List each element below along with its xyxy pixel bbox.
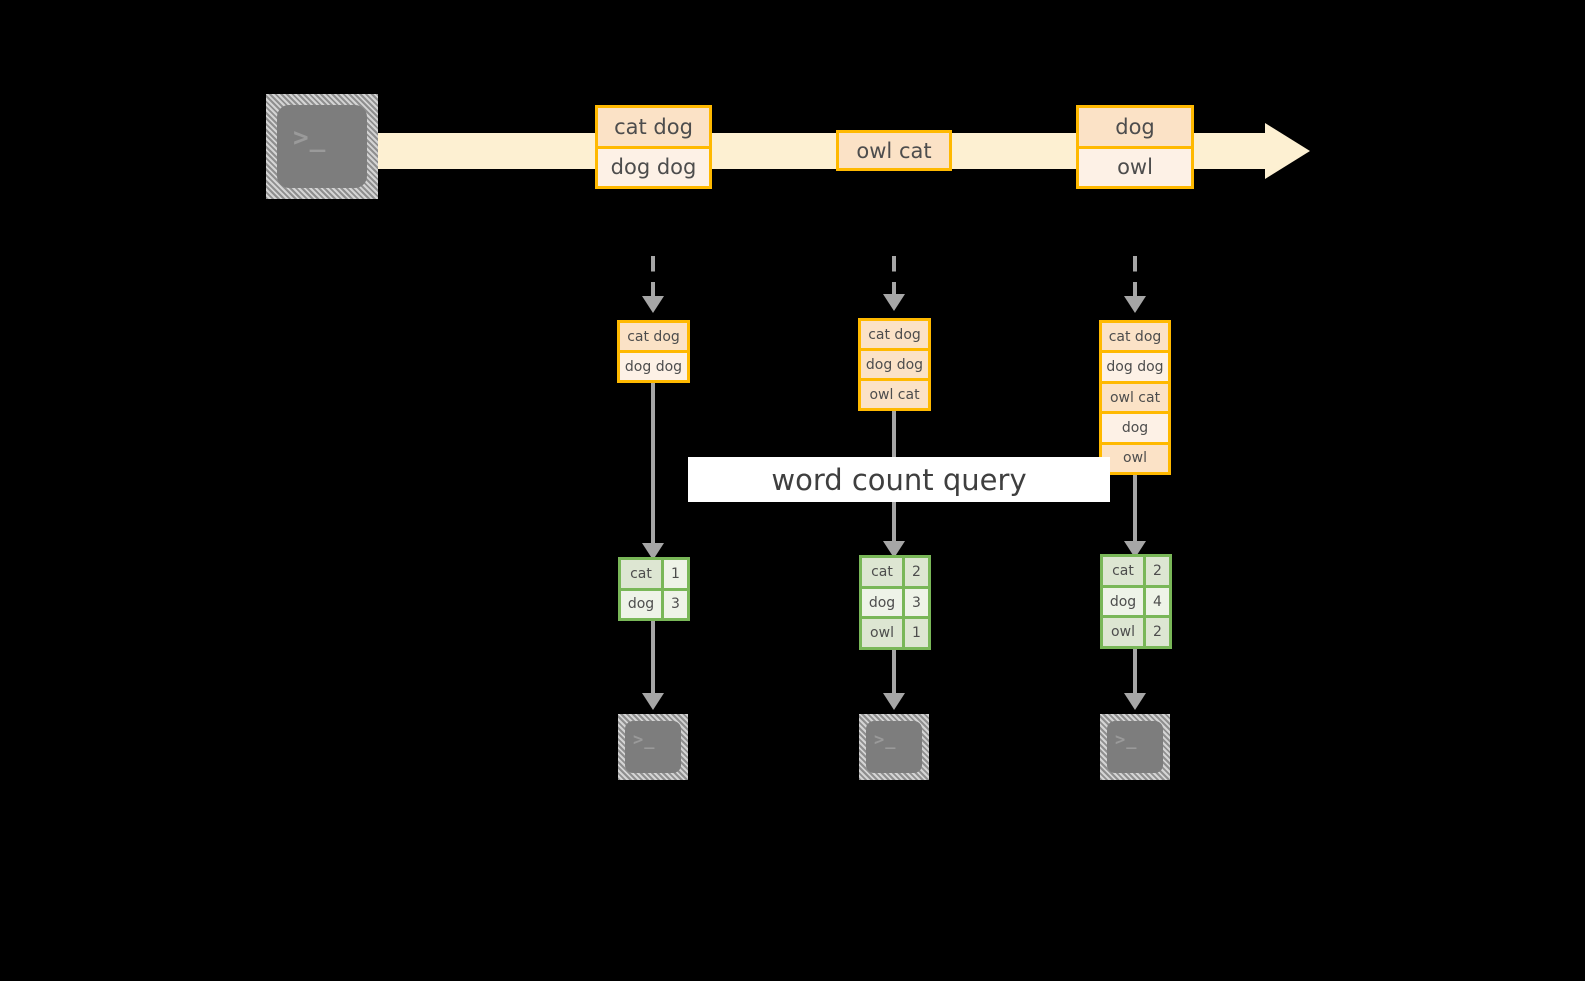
terminal-body: >_ <box>277 105 367 188</box>
table-row: cat 1 <box>621 560 687 588</box>
snapshot-2-query-arrowhead <box>883 541 905 558</box>
snapshot-input-line: dog dog <box>861 348 928 378</box>
snapshot-input-line: cat dog <box>620 323 687 350</box>
stream-record-2[interactable]: owl cat <box>836 130 952 171</box>
result-count: 1 <box>905 619 928 648</box>
stream-record-line: cat dog <box>598 108 709 146</box>
stream-record-3[interactable]: dog owl <box>1076 105 1194 189</box>
stream-arrow-head <box>1265 123 1310 179</box>
snapshot-input-line: dog dog <box>620 350 687 380</box>
result-word: cat <box>1103 557 1146 585</box>
stream-record-line: dog <box>1079 108 1191 146</box>
terminal-body: >_ <box>1107 721 1163 773</box>
snapshot-3-query-arrowhead <box>1124 541 1146 558</box>
result-count: 1 <box>664 560 687 588</box>
snapshot-2-result-table[interactable]: cat 2 dog 3 owl 1 <box>859 555 931 650</box>
terminal-body: >_ <box>866 721 922 773</box>
terminal-prompt-glyph: >_ <box>874 730 897 750</box>
snapshot-input-line: dog <box>1102 411 1168 442</box>
result-count: 2 <box>905 558 928 586</box>
snapshot-1-query-line <box>651 383 655 553</box>
snapshot-input-line: cat dog <box>1102 323 1168 351</box>
snapshot-1-sink-terminal-icon[interactable]: >_ <box>618 714 688 780</box>
snapshot-3-result-table[interactable]: cat 2 dog 4 owl 2 <box>1100 554 1172 649</box>
table-row: dog 3 <box>862 585 928 617</box>
result-word: dog <box>862 588 905 617</box>
snapshot-2-sink-arrowhead <box>883 693 905 710</box>
result-word: cat <box>862 558 905 586</box>
snapshot-3-sink-line <box>1133 649 1137 698</box>
result-word: owl <box>862 619 905 648</box>
result-count: 3 <box>664 590 687 618</box>
snapshot-2-sink-terminal-icon[interactable]: >_ <box>859 714 929 780</box>
snapshot-3-query-line <box>1133 475 1137 551</box>
snapshot-1-query-arrowhead <box>642 543 664 560</box>
snapshot-3-tap-line <box>1133 256 1137 298</box>
stream-record-line: owl cat <box>839 133 949 168</box>
snapshot-input-line: cat dog <box>861 321 928 348</box>
snapshot-1-sink-line <box>651 621 655 698</box>
source-terminal-icon[interactable]: >_ <box>266 94 378 199</box>
snapshot-2-input-box[interactable]: cat dog dog dog owl cat <box>858 318 931 411</box>
stream-record-line: dog dog <box>598 145 709 186</box>
terminal-prompt-glyph: >_ <box>293 123 327 153</box>
terminal-prompt-glyph: >_ <box>633 730 656 750</box>
result-word: owl <box>1103 618 1146 647</box>
result-count: 3 <box>905 588 928 617</box>
snapshot-1-sink-arrowhead <box>642 693 664 710</box>
snapshot-input-line: dog dog <box>1102 350 1168 381</box>
result-word: dog <box>1103 587 1146 616</box>
result-word: dog <box>621 590 664 618</box>
snapshot-1-input-box[interactable]: cat dog dog dog <box>617 320 690 383</box>
snapshot-3-tap-arrowhead <box>1124 296 1146 313</box>
table-row: dog 3 <box>621 587 687 618</box>
snapshot-1-tap-line <box>651 256 655 298</box>
snapshot-input-line: owl cat <box>861 378 928 408</box>
snapshot-3-sink-arrowhead <box>1124 693 1146 710</box>
table-row: owl 1 <box>862 616 928 648</box>
snapshot-1-result-table[interactable]: cat 1 dog 3 <box>618 557 690 621</box>
result-count: 2 <box>1146 618 1169 647</box>
snapshot-input-line: owl cat <box>1102 380 1168 412</box>
snapshot-3-input-box[interactable]: cat dog dog dog owl cat dog owl <box>1099 320 1171 475</box>
query-label: word count query <box>688 457 1110 502</box>
result-count: 4 <box>1146 587 1169 616</box>
stream-record-1[interactable]: cat dog dog dog <box>595 105 712 189</box>
table-row: dog 4 <box>1103 584 1169 616</box>
snapshot-1-tap-arrowhead <box>642 296 664 313</box>
result-word: cat <box>621 560 664 588</box>
snapshot-input-line: owl <box>1102 441 1168 473</box>
table-row: cat 2 <box>1103 557 1169 585</box>
stream-record-line: owl <box>1079 145 1191 186</box>
terminal-prompt-glyph: >_ <box>1115 730 1138 750</box>
table-row: owl 2 <box>1103 615 1169 647</box>
snapshot-2-tap-arrowhead <box>883 294 905 311</box>
snapshot-2-tap-line <box>892 256 896 296</box>
result-count: 2 <box>1146 557 1169 585</box>
terminal-body: >_ <box>625 721 681 773</box>
snapshot-2-sink-line <box>892 650 896 698</box>
snapshot-3-sink-terminal-icon[interactable]: >_ <box>1100 714 1170 780</box>
table-row: cat 2 <box>862 558 928 586</box>
